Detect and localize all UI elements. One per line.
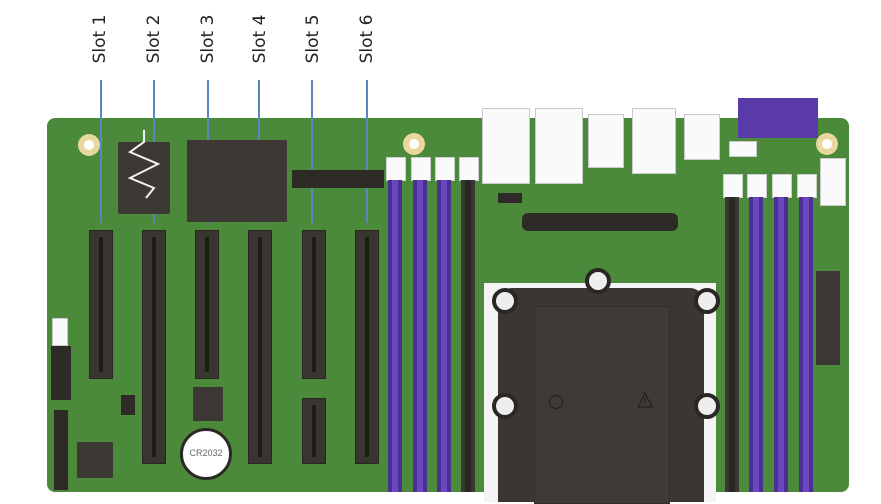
dimm-latch (459, 157, 479, 181)
slot-4-label: Slot 4 (250, 14, 270, 64)
front-panel-header (51, 346, 71, 400)
fan-header (498, 193, 522, 203)
cmos-battery: CR2032 (180, 428, 232, 480)
chipset-heatsink (187, 140, 287, 222)
power-connector-8pin (820, 158, 846, 206)
slot-5-label: Slot 5 (303, 14, 323, 64)
usb-header (54, 410, 68, 490)
header-connector-top (292, 170, 384, 188)
slot-1-leader-line (100, 80, 102, 223)
dimm-latch (435, 157, 455, 181)
mounting-hole (816, 133, 838, 155)
socket-screw (585, 268, 611, 294)
dimm-slot-b1 (725, 197, 739, 492)
slot-6-leader-line (366, 80, 368, 223)
socket-screw (694, 393, 720, 419)
dimm-slot-b4 (799, 197, 813, 492)
dimm-latch (747, 174, 767, 198)
pcie-slot-5b (302, 398, 326, 464)
pcie-slot-1 (89, 230, 113, 379)
slot-2-label: Slot 2 (144, 14, 164, 64)
pcie-slot-2 (142, 230, 166, 464)
ethernet-port-1 (482, 108, 530, 184)
dimm-slot-b3 (774, 197, 788, 492)
jumper (121, 395, 135, 415)
dimm-latch (386, 157, 406, 181)
power-connector-side (816, 271, 840, 365)
dimm-latch (411, 157, 431, 181)
dimm-slot-a3 (437, 180, 451, 492)
ethernet-port-2 (535, 108, 583, 184)
recycle-mark-icon (548, 394, 564, 410)
dimm-slot-a4 (461, 180, 475, 492)
dimm-slot-b2 (749, 197, 763, 492)
socket-screw (492, 288, 518, 314)
pcie-slot-4 (248, 230, 272, 464)
usb3-port (684, 114, 720, 160)
dimm-latch (797, 174, 817, 198)
warning-icon (637, 392, 653, 408)
cpu-socket-cover (534, 306, 670, 504)
usb-port (588, 114, 624, 168)
signal-wave-icon (127, 130, 161, 199)
slot-3-label: Slot 3 (198, 14, 218, 64)
mounting-hole (78, 134, 100, 156)
pcie-slot-5 (302, 230, 326, 379)
mounting-hole (403, 133, 425, 155)
pcie-slot-6 (355, 230, 379, 464)
fan-connector (52, 318, 68, 346)
usb-stack (632, 108, 676, 174)
slot-1-label: Slot 1 (90, 14, 110, 64)
dimm-slot-a1 (388, 180, 402, 492)
socket-screw (492, 393, 518, 419)
slot-6-label: Slot 6 (357, 14, 377, 64)
chip-small (193, 387, 223, 421)
vrm-heatsink (118, 142, 170, 214)
dimm-latch (772, 174, 792, 198)
pin-header-long (522, 213, 678, 231)
socket-screw (694, 288, 720, 314)
vga-port (738, 98, 818, 138)
pcie-slot-3 (195, 230, 219, 379)
dimm-latch (723, 174, 743, 198)
slot-5-leader-line (311, 80, 313, 223)
chip-large (77, 442, 113, 478)
small-connector (729, 141, 757, 157)
dimm-slot-a2 (413, 180, 427, 492)
